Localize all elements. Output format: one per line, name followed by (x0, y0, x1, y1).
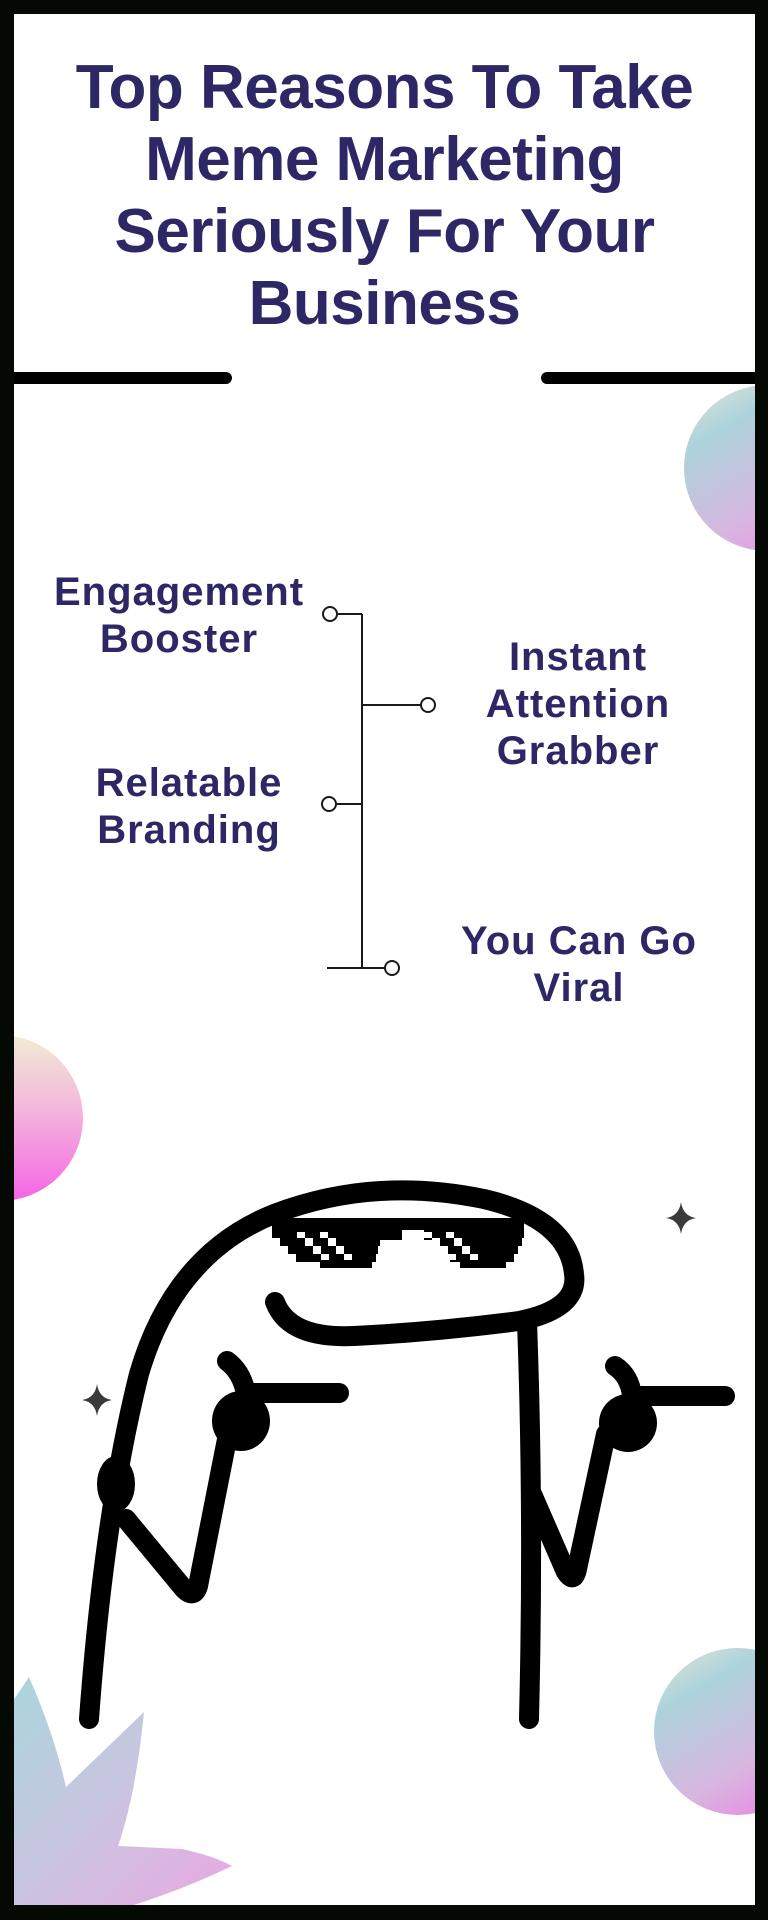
title-line-4: Business (248, 269, 521, 338)
node-2-marker (420, 697, 436, 713)
right-hand-fist (599, 1394, 657, 1452)
left-arm (116, 1419, 239, 1604)
page-title: Top Reasons To Take Meme Marketing Serio… (14, 52, 755, 340)
node-4-line-2: Viral (533, 966, 625, 1010)
node-label-you-can-go-viral: You Can Go Viral (414, 918, 744, 1012)
title-line-1: Top Reasons To Take (75, 53, 694, 122)
node-3-line-2: Branding (97, 808, 281, 852)
title-line-3: Seriously For Your (114, 197, 655, 266)
infographic-page: Top Reasons To Take Meme Marketing Serio… (14, 14, 755, 1905)
pixel-sunglasses-icon (272, 1218, 524, 1268)
body-right-line (517, 1311, 542, 1729)
node-1-line-2: Booster (99, 617, 259, 661)
left-shoulder-knob (97, 1456, 135, 1512)
node-1-marker (322, 606, 338, 622)
title-divider-right (541, 372, 755, 384)
title-divider-left (14, 372, 232, 384)
sparkle-icon-right (666, 1202, 696, 1234)
node-2-line-2: Attention (485, 682, 671, 726)
node-2-line-3: Grabber (496, 729, 660, 773)
sparkle-icon-left (82, 1384, 112, 1416)
right-arm (522, 1424, 616, 1588)
node-4-line-1: You Can Go (461, 919, 697, 963)
node-3-marker (321, 796, 337, 812)
meme-character (79, 1180, 735, 1729)
title-line-2: Meme Marketing (145, 125, 624, 194)
head-outline (79, 1180, 585, 1729)
node-1-line-1: Engagement (53, 570, 305, 614)
node-2-line-1: Instant (508, 635, 648, 679)
timeline-diagram (321, 606, 436, 976)
left-hand-fist (212, 1391, 270, 1451)
node-label-engagement-booster: Engagement Booster (24, 569, 334, 663)
node-4-marker (384, 960, 400, 976)
vector-art-layer (14, 606, 735, 1905)
node-3-line-1: Relatable (95, 761, 283, 805)
node-label-relatable-branding: Relatable Branding (44, 760, 334, 854)
meme-hands (97, 1391, 657, 1512)
gradient-star-bottom-left (14, 1677, 232, 1905)
node-label-instant-attention-grabber: Instant Attention Grabber (438, 634, 718, 775)
